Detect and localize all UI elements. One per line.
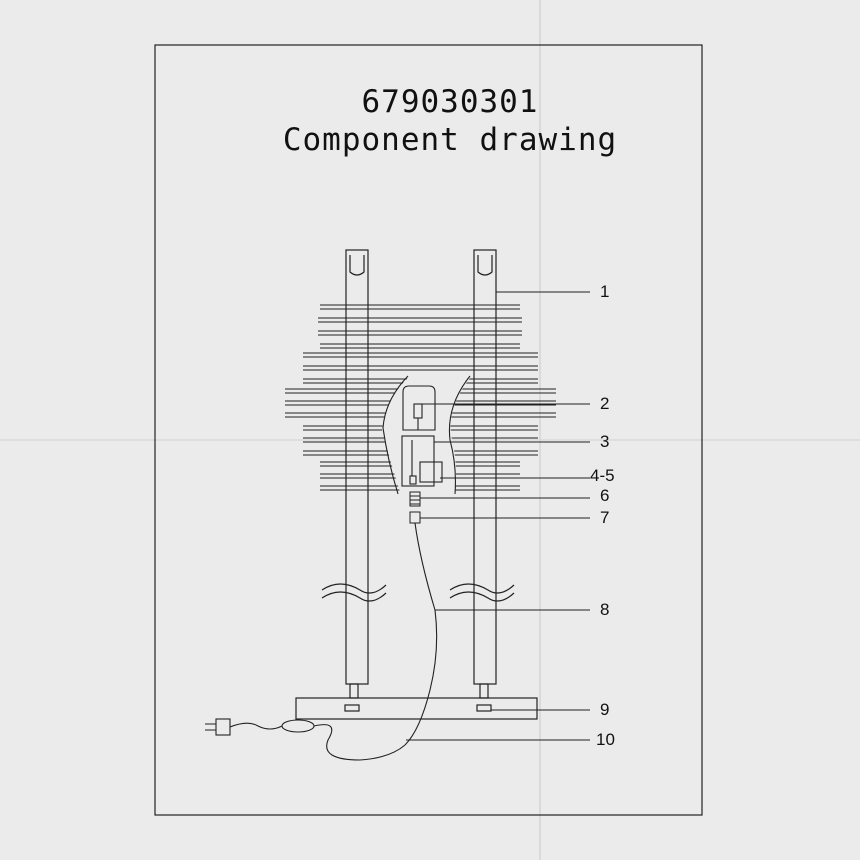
callout-6: 6: [600, 486, 610, 505]
callout-8: 8: [600, 600, 610, 619]
post-break-marks: [321, 583, 515, 602]
cable-connector: [409, 491, 421, 524]
part-number: 679030301: [361, 84, 539, 120]
callout-10: 10: [596, 730, 615, 749]
plug-and-switch: [205, 718, 406, 761]
callout-4-5: 4-5: [590, 466, 615, 485]
callout-9: 9: [600, 700, 610, 719]
base-plate: [295, 697, 538, 720]
shade-slats: [285, 304, 556, 491]
drawing-frame: [154, 44, 703, 816]
socket-housing: [402, 385, 436, 431]
lampholder-box: [401, 435, 443, 487]
callout-1: 1: [600, 282, 610, 301]
left-post: [345, 249, 369, 699]
leader-lines: [406, 291, 590, 741]
drawing-title: Component drawing: [282, 122, 618, 158]
callout-2: 2: [600, 394, 610, 413]
callout-3: 3: [600, 432, 610, 451]
right-post: [473, 249, 497, 699]
callout-7: 7: [600, 508, 610, 527]
power-cable: [404, 522, 438, 746]
